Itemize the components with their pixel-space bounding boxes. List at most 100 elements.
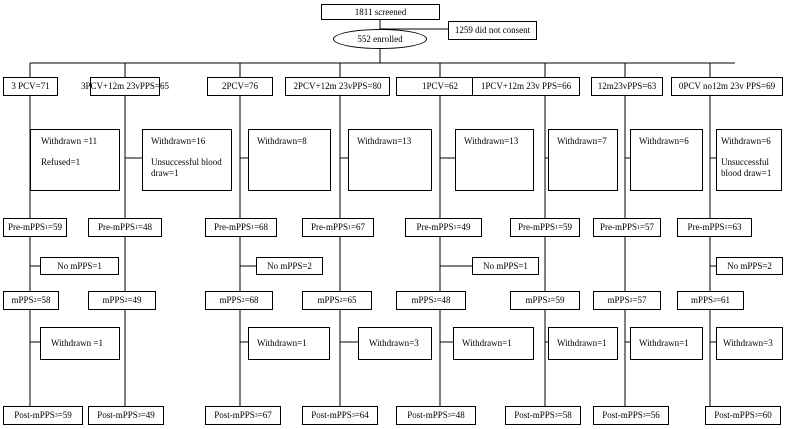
pre-mpps-label: Pre-mPPS: [310, 222, 348, 232]
post-mpps-label: Post-mPPS: [514, 410, 555, 420]
withdrawn-box: Withdrawn=6: [630, 129, 703, 191]
withdrawn-box: Withdrawn=8: [248, 129, 331, 191]
withdrawn-text: Withdrawn=16: [151, 136, 206, 146]
unsuccessful-draw-text: Unsuccessful blood draw=1: [151, 157, 222, 178]
pre-mpps-count: =59: [47, 222, 63, 232]
mpps-count: =68: [244, 295, 259, 305]
pre-mpps-label: Pre-mPPS: [517, 222, 555, 232]
post-mpps-count: =64: [354, 410, 369, 420]
mpps-label: mPPS: [607, 295, 630, 305]
mpps-count: =57: [632, 295, 647, 305]
no-consent-box: 1259 did not consent: [448, 21, 537, 40]
mpps-label: mPPS: [317, 295, 340, 305]
pre-mpps-label: Pre-mPPS: [213, 222, 251, 232]
withdrawn-box: Withdrawn=13: [455, 129, 534, 191]
mpps-label: mPPS: [219, 295, 242, 305]
withdrawn-text: Withdrawn =11: [41, 136, 98, 146]
no-mpps-box: No mPPS=1: [472, 257, 539, 275]
post-mpps-count: =60: [757, 410, 772, 420]
withdrawn2-box: Withdrawn=3: [358, 327, 432, 360]
refused-text: Refused=1: [41, 157, 81, 167]
mpps-count: =49: [127, 295, 142, 305]
post-mpps-label: Post-mPPS: [97, 410, 138, 420]
pre-mpps-count: =48: [137, 222, 153, 232]
mpps-label: mPPS: [690, 295, 713, 305]
withdrawn-box: Withdrawn=7: [548, 129, 618, 191]
withdrawn-text: Withdrawn=13: [464, 136, 519, 146]
pre-mpps-label: Pre-mPPS: [687, 222, 725, 232]
no-mpps-box: No mPPS=2: [256, 257, 323, 275]
post-mpps-count: =58: [557, 410, 572, 420]
post-mpps-label: Post-mPPS: [311, 410, 352, 420]
pre-mpps-count: =57: [639, 222, 655, 232]
pre-mpps-count: =49: [456, 222, 471, 232]
group-header: 2PCV=76: [207, 77, 273, 96]
group-header: 12m23vPPS=63: [591, 77, 663, 96]
group-header: 3 PCV=71: [3, 77, 58, 96]
mpps-count: =58: [36, 295, 51, 305]
mpps-count: =48: [436, 295, 451, 305]
post-mpps-label: Post-mPPS: [602, 410, 643, 420]
withdrawn-box: Withdrawn =11 Refused=1: [30, 129, 120, 191]
withdrawn2-box: Withdrawn=1: [453, 327, 534, 360]
mpps-label: mPPS: [102, 295, 125, 305]
post-mpps-count: =48: [450, 410, 465, 420]
group-header: 2PCV+12m 23vPPS=80: [285, 77, 390, 96]
pre-mpps-count: =67: [350, 222, 366, 232]
withdrawn2-box: Withdrawn =1: [40, 327, 120, 360]
no-mpps-box: No mPPS=1: [40, 257, 119, 275]
post-mpps-label: Post-mPPS: [714, 410, 755, 420]
mpps-label: mPPS: [411, 295, 434, 305]
mpps-count: =59: [550, 295, 565, 305]
post-mpps-count: =67: [257, 410, 272, 420]
withdrawn-text: Withdrawn=6: [639, 136, 689, 146]
withdrawn2-box: Withdrawn=1: [248, 327, 330, 360]
pre-mpps-count: =68: [253, 222, 269, 232]
post-mpps-count: =49: [140, 410, 155, 420]
enrolled-oval: 552 enrolled: [333, 29, 427, 49]
pre-mpps-label: Pre-mPPS: [599, 222, 637, 232]
mpps-label: mPPS: [525, 295, 548, 305]
withdrawn-text: Withdrawn=6: [721, 136, 771, 146]
withdrawn2-box: Withdrawn=1: [630, 327, 703, 360]
withdrawn2-box: Withdrawn=3: [716, 327, 783, 360]
unsuccessful-draw-text: Unsuccessful blood draw=1: [721, 157, 772, 178]
group-header: 0PCV no12m 23v PPS=69: [671, 77, 783, 96]
withdrawn-text: Withdrawn=8: [257, 136, 307, 146]
post-mpps-count: =59: [57, 410, 72, 420]
mpps-count: =61: [715, 295, 731, 305]
screened-box: 1811 screened: [321, 4, 440, 20]
withdrawn-box: Withdrawn=16 Unsuccessful blood draw=1: [142, 129, 232, 191]
post-mpps-label: Post-mPPS: [407, 410, 448, 420]
pre-mpps-count: =59: [557, 222, 573, 232]
post-mpps-label: Post-mPPS: [14, 410, 55, 420]
withdrawn-box: Withdrawn=6 Unsuccessful blood draw=1: [716, 129, 782, 191]
pre-mpps-label: Pre-mPPS: [97, 222, 135, 232]
no-mpps-box: No mPPS=2: [716, 257, 783, 275]
mpps-count: =65: [342, 295, 357, 305]
pre-mpps-label: Pre-mPPS: [416, 222, 454, 232]
post-mpps-count: =56: [645, 410, 660, 420]
